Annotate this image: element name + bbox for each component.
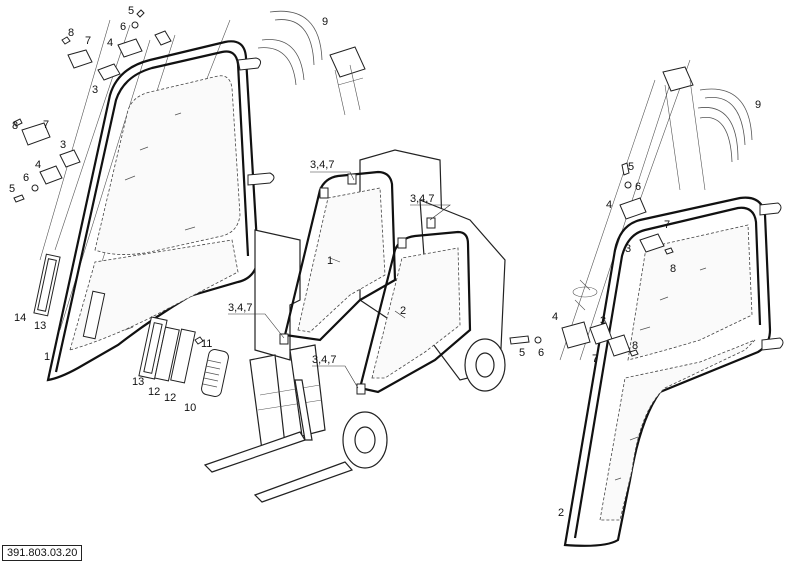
callout-right-7a: 7	[664, 219, 670, 231]
gutter-strip-9-right	[697, 88, 753, 163]
right-door-glass	[627, 224, 753, 361]
callout-11: 11	[201, 338, 212, 350]
callout-right-6b: 6	[538, 347, 544, 359]
drawing-number: 391.803.03.20	[2, 545, 83, 561]
callout-right-2: 2	[558, 507, 564, 519]
callout-3-4-7-b: 3,4,7	[410, 193, 434, 205]
callout-13-left: 13	[34, 320, 46, 332]
fork-left	[203, 431, 306, 473]
callout-right-3b: 3	[600, 315, 606, 327]
callout-7a: 7	[85, 35, 91, 47]
left-door-assembly	[13, 9, 366, 382]
fork-right	[253, 461, 354, 503]
callout-5b: 5	[9, 183, 15, 195]
callout-14: 14	[14, 312, 26, 324]
callout-3-4-7-c: 3,4,7	[228, 302, 252, 314]
callout-right-5a: 5	[628, 161, 634, 173]
clamp-part-4-right	[619, 197, 647, 220]
callout-right-7b: 7	[592, 353, 598, 365]
left-door-frame	[46, 40, 260, 382]
callout-9: 9	[322, 16, 328, 28]
callout-8a: 8	[68, 27, 74, 39]
clamp-part-4a	[117, 38, 143, 58]
callout-right-4a: 4	[606, 199, 612, 211]
callout-5a: 5	[128, 5, 134, 17]
callout-13: 13	[132, 376, 144, 388]
callout-right-3a: 3	[625, 243, 631, 255]
seal-parts-group	[138, 316, 229, 397]
cabin-door-1-frame	[283, 170, 397, 342]
callout-3a: 3	[92, 84, 98, 96]
callout-right-5b: 5	[519, 347, 525, 359]
callout-8b: 8	[12, 120, 18, 132]
callout-right-6a: 6	[635, 181, 641, 193]
clamp-part-4b-right	[561, 321, 591, 349]
clamp-part-7b	[21, 122, 51, 146]
callout-10: 10	[184, 402, 196, 414]
left-door-glass	[94, 75, 241, 255]
callout-1: 1	[44, 351, 50, 363]
callout-3-4-7-a: 3,4,7	[310, 159, 334, 171]
callout-right-4b: 4	[552, 311, 558, 323]
right-door-assembly	[509, 59, 784, 547]
callout-4a: 4	[107, 37, 113, 49]
vent-grille-10	[201, 349, 229, 397]
seal-strip-12a	[154, 326, 180, 382]
callout-7b: 7	[43, 119, 49, 131]
clamp-part-7a	[67, 49, 93, 69]
gutter-strip-9	[257, 10, 323, 86]
callout-6a: 6	[120, 21, 126, 33]
callout-labels: 1 3 3 4 4 5 5 6 6 7 7 8 8 9 13 14 3,4,7 …	[9, 5, 761, 519]
callout-6b: 6	[23, 172, 29, 184]
callout-door-1: 1	[327, 255, 333, 267]
callout-door-2: 2	[400, 305, 406, 317]
callout-right-9: 9	[755, 99, 761, 111]
callout-right-8a: 8	[670, 263, 676, 275]
seal-strip-12b	[170, 328, 196, 384]
callout-12b: 12	[164, 392, 176, 404]
callout-4b: 4	[35, 159, 41, 171]
callout-right-8b: 8	[632, 340, 638, 352]
forklift-body	[203, 149, 506, 503]
callout-3b: 3	[60, 139, 66, 151]
callout-12a: 12	[148, 386, 160, 398]
callout-3-4-7-d: 3,4,7	[312, 354, 336, 366]
